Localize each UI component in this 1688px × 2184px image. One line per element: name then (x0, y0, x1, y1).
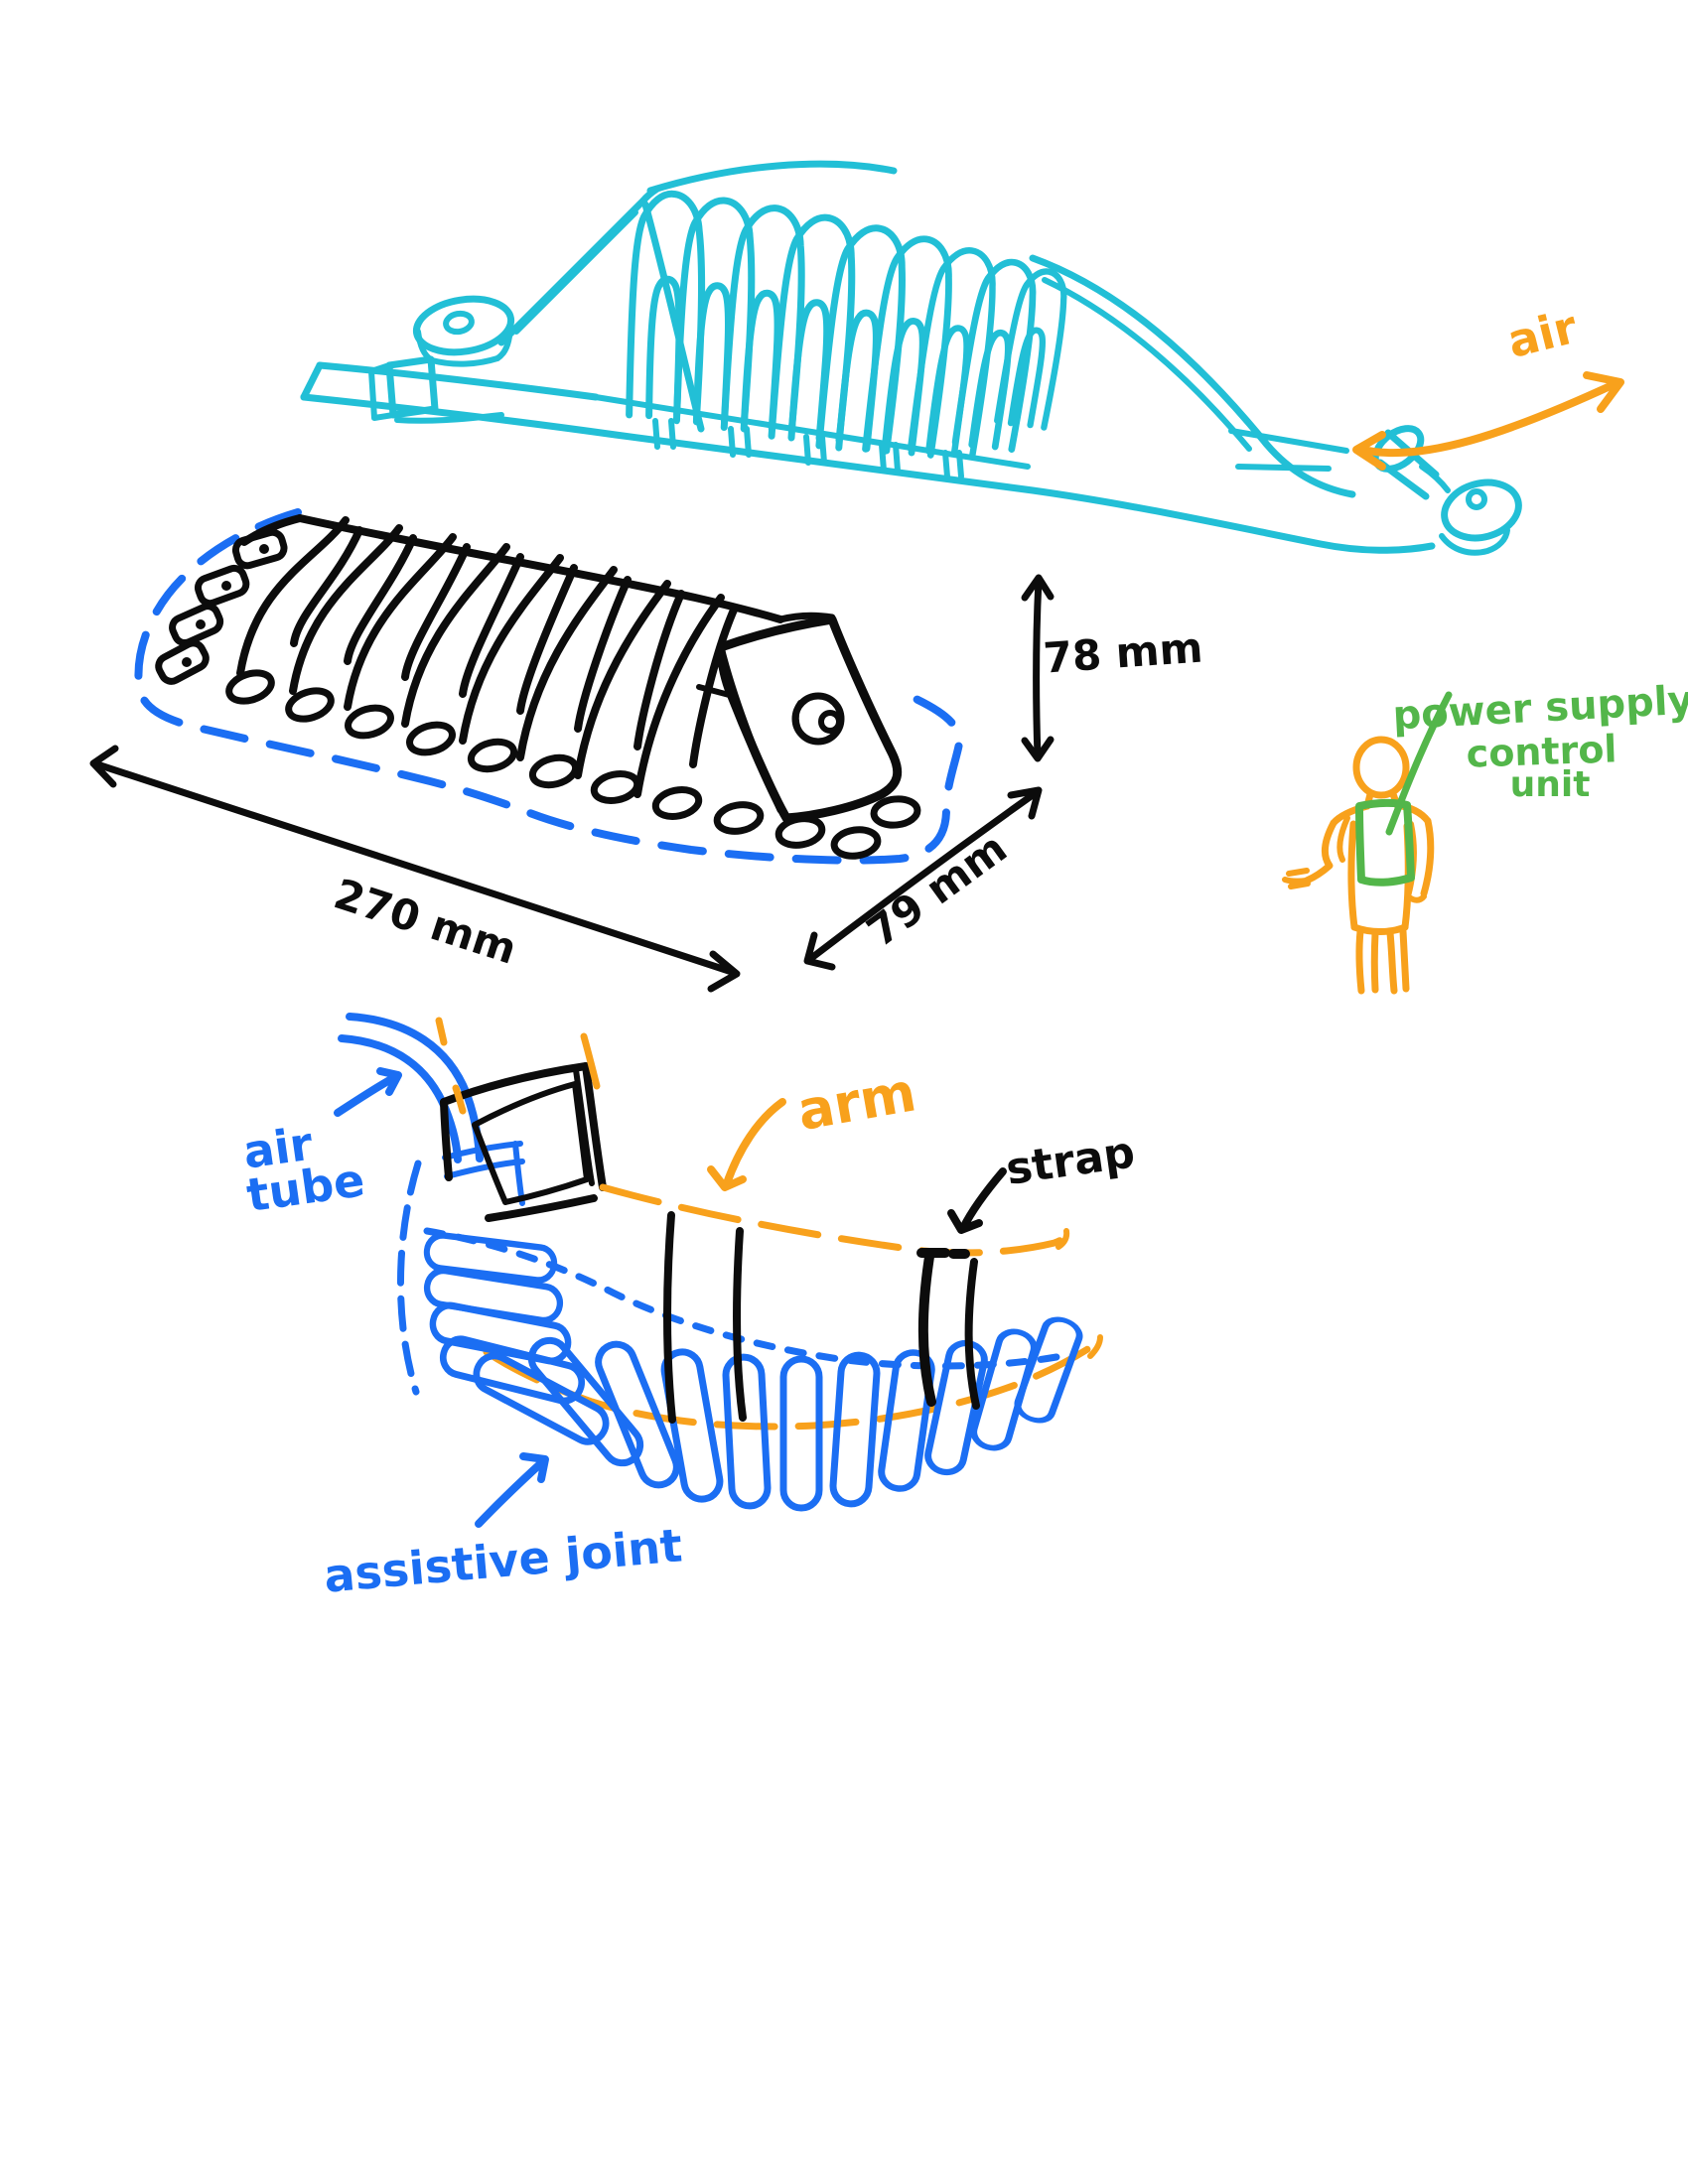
air-tube-label-line1: air (240, 1117, 317, 1179)
bellows-actuator-sketch (300, 160, 1522, 556)
strap-arrow (959, 1167, 1007, 1232)
power-unit-box (1355, 798, 1415, 887)
straps (663, 1211, 980, 1424)
person-head (1352, 736, 1410, 799)
person-sketch: power supply/ control unit (1282, 677, 1688, 995)
height-label: 78 mm (1042, 622, 1204, 682)
arm-annotation: arm (707, 1060, 920, 1191)
air-label: air (1502, 300, 1583, 368)
power-unit-leader-line (1385, 691, 1453, 836)
arm-outline (435, 1017, 1103, 1431)
air-tube-annotation: air tube (240, 1067, 402, 1222)
bellows-fins (629, 193, 1071, 458)
power-unit-label-line2: control (1466, 727, 1618, 775)
air-arrow (1354, 379, 1620, 458)
tab-hole-right (1466, 488, 1487, 510)
tab-hole-left (443, 310, 475, 336)
shell-ribs (236, 516, 739, 798)
dimension-height: 78 mm (1021, 574, 1204, 762)
mounting-tab-right (1439, 478, 1522, 556)
air-tube-arrow (334, 1074, 397, 1117)
assistive-joint-bellows (397, 1160, 1082, 1508)
arm-device-sketch: air tube arm strap assistive joint (240, 1013, 1138, 1603)
mounting-tab-left (412, 295, 515, 367)
assistive-joint-annotation: assistive joint (322, 1452, 684, 1603)
arm-arrow (723, 1098, 786, 1187)
power-unit-label-line3: unit (1510, 764, 1591, 805)
bellows-posts (652, 418, 964, 479)
isopod-robot-sketch (134, 508, 964, 865)
strap-annotation: strap (947, 1127, 1138, 1234)
robot-base-outline (134, 508, 964, 865)
tail-plates (155, 530, 286, 685)
assistive-joint-arrow (475, 1457, 547, 1528)
length-label: 270 mm (329, 870, 523, 974)
strap-label: strap (1003, 1127, 1138, 1195)
dimension-width: 79 mm (803, 786, 1043, 971)
assistive-joint-label: assistive joint (322, 1518, 684, 1602)
power-unit-label: power supply/ control unit (1391, 677, 1688, 805)
air-inlet (1371, 425, 1451, 500)
arm-label: arm (793, 1060, 920, 1143)
robot-head (696, 612, 903, 823)
